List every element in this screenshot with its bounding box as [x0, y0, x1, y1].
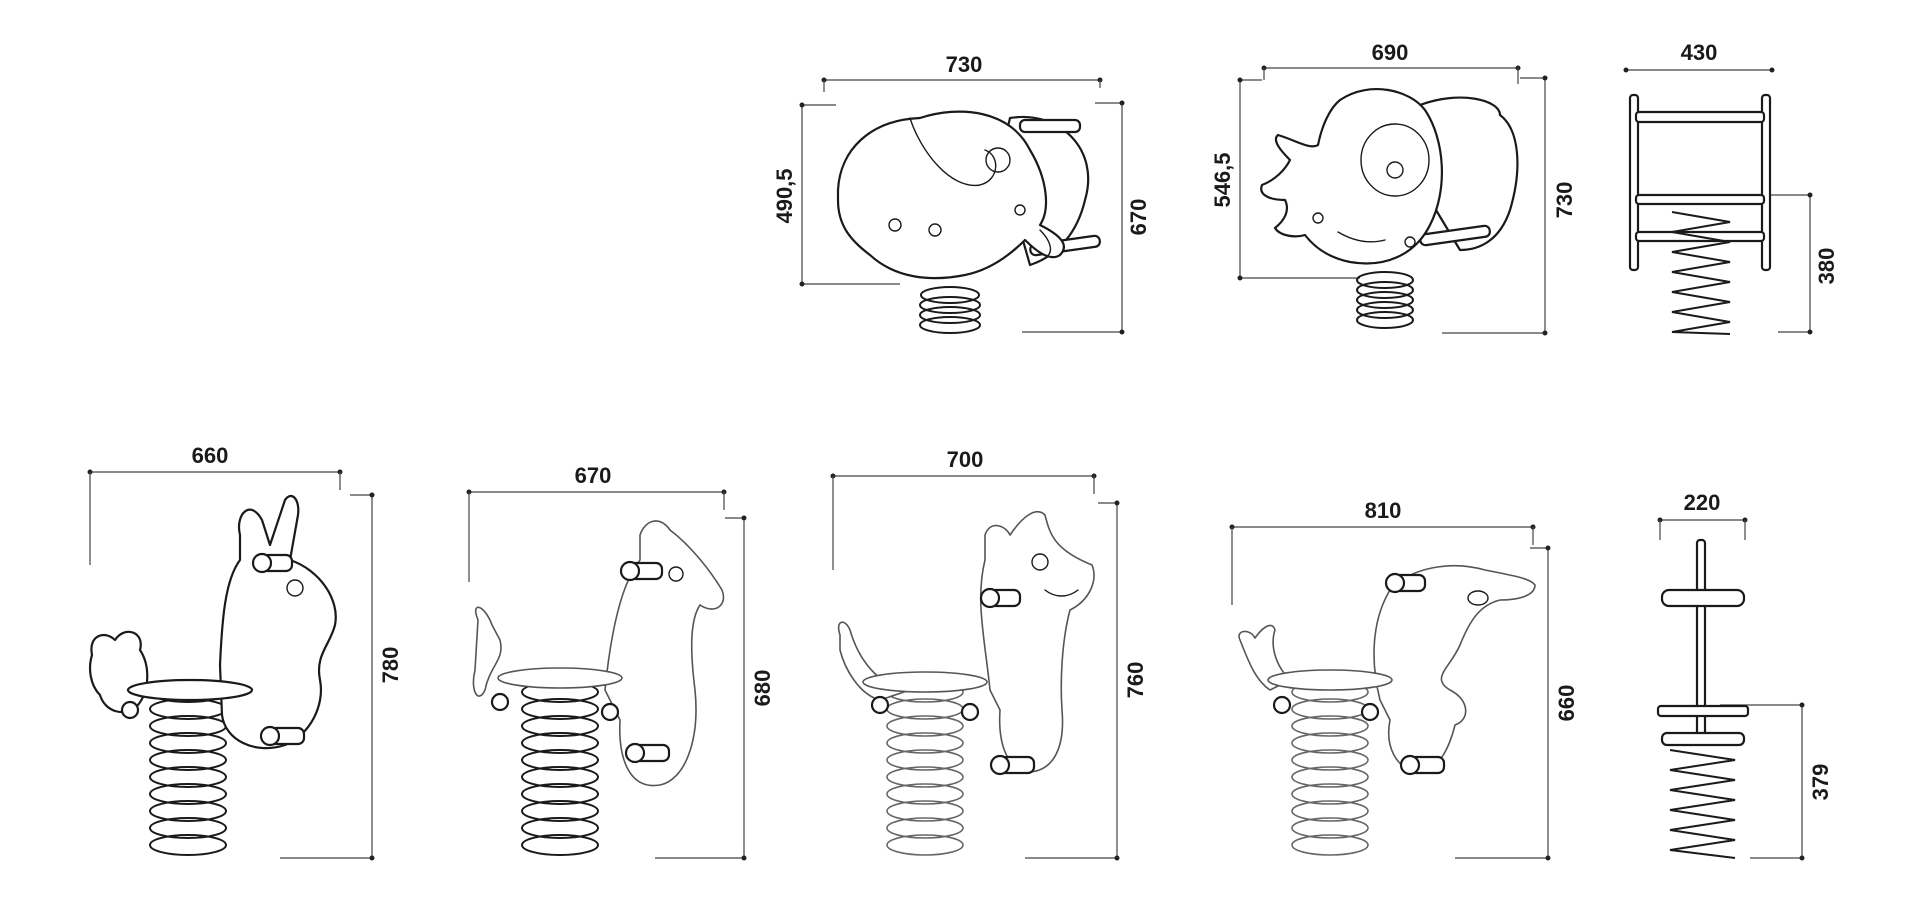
horse-tail-panel: [472, 606, 502, 697]
front-view-bottom-height-label: 379: [1808, 764, 1833, 801]
elephant-height-right-label: 670: [1126, 199, 1151, 236]
dolphin-body: [1373, 564, 1536, 773]
front-view-bottom-width-label: 220: [1684, 490, 1721, 515]
cat-width-label: 700: [947, 447, 984, 472]
dolphin-spring: [1291, 681, 1369, 856]
rabbit-seat: [126, 678, 254, 702]
dolphin-height-label: 660: [1554, 685, 1579, 722]
elephant-handle-bar: [1018, 118, 1082, 134]
cat-spring: [886, 681, 964, 856]
fish-spring: [1356, 271, 1414, 329]
horse-drawing: 670 680: [466, 463, 775, 861]
rabbit-width-label: 660: [192, 443, 229, 468]
cat-height-label: 760: [1123, 662, 1148, 699]
front-view-top-height-label: 380: [1814, 248, 1839, 285]
horse-body: [604, 520, 725, 787]
elephant-drawing: 730 490,5 670: [772, 52, 1151, 335]
fish-back-panel: [1418, 96, 1519, 252]
elephant-width-label: 730: [946, 52, 983, 77]
fish-height-right-label: 730: [1552, 182, 1577, 219]
fish-drawing: 690 546,5 730: [1210, 40, 1577, 336]
dolphin-drawing: 810 660: [1229, 498, 1579, 861]
fish-body: [1260, 88, 1443, 265]
cat-drawing: 700 760: [830, 447, 1148, 861]
horse-height-label: 680: [750, 670, 775, 707]
elephant-spring: [919, 286, 981, 334]
rabbit-tail-panel: [89, 630, 149, 714]
horse-width-label: 670: [575, 463, 612, 488]
horse-seat: [497, 667, 623, 689]
front-view-bottom-drawing: 220 379: [1656, 490, 1833, 861]
dolphin-tail-panel: [1238, 624, 1291, 691]
front-view-top-width-label: 430: [1681, 40, 1718, 65]
elephant-height-left-label: 490,5: [772, 168, 797, 223]
cat-seat: [862, 671, 988, 693]
horse-spring: [521, 681, 599, 856]
rabbit-spring: [149, 681, 227, 856]
rabbit-body: [218, 494, 337, 750]
dolphin-seat: [1267, 669, 1393, 691]
cat-body: [979, 511, 1095, 773]
fish-width-label: 690: [1372, 40, 1409, 65]
dolphin-width-label: 810: [1365, 498, 1402, 523]
fish-height-left-label: 546,5: [1210, 152, 1235, 207]
front-view-top-drawing: 430 380: [1623, 40, 1839, 335]
rabbit-height-label: 780: [378, 647, 403, 684]
rabbit-drawing: 660 780: [87, 443, 403, 861]
